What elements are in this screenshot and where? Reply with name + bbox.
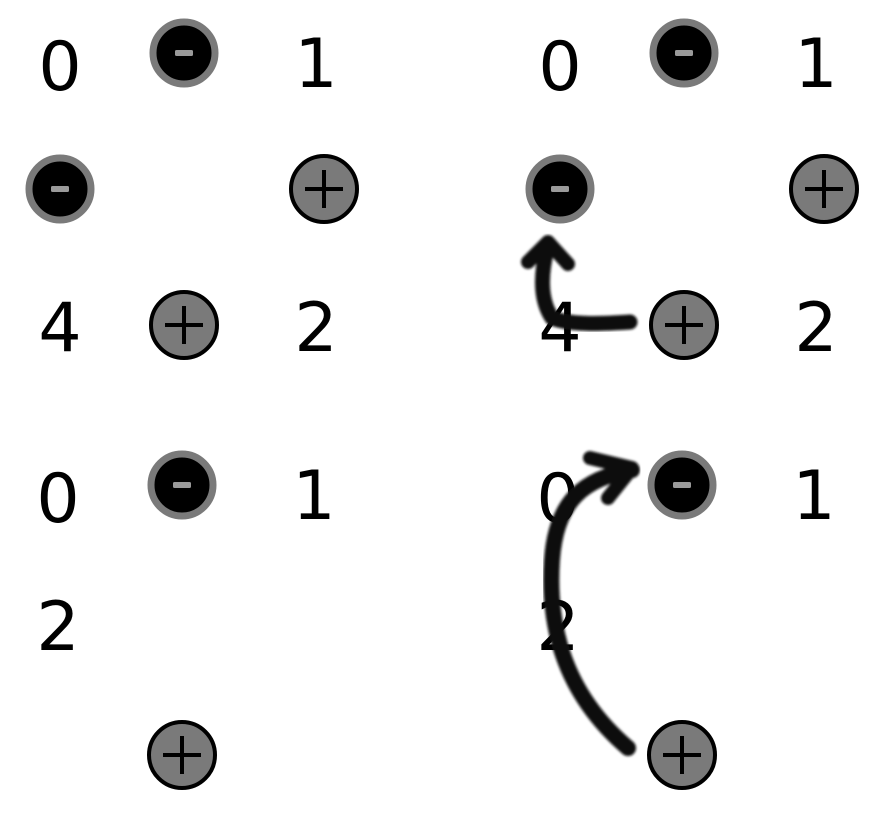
vertex-label: 4: [538, 289, 582, 368]
negative-charge-icon: [525, 154, 595, 224]
vertex-label: 0: [538, 28, 582, 107]
vertex-label: 0: [36, 460, 80, 539]
positive-charge-icon: [649, 290, 719, 360]
vertex-label: 2: [294, 289, 338, 368]
vertex-label: 2: [794, 289, 838, 368]
negative-charge-icon: [647, 450, 717, 520]
vertex-label: 0: [38, 28, 82, 107]
vertex-label: 1: [794, 25, 838, 104]
negative-charge-icon: [149, 18, 219, 88]
vertex-label: 2: [536, 588, 580, 667]
positive-charge-icon: [289, 154, 359, 224]
vertex-label: 1: [792, 457, 836, 536]
vertex-label: 4: [38, 289, 82, 368]
vertex-label: 1: [294, 25, 338, 104]
negative-charge-icon: [25, 154, 95, 224]
positive-charge-icon: [789, 154, 859, 224]
vertex-label: 2: [36, 588, 80, 667]
arrowhead-icon: [583, 451, 639, 505]
vertex-label: 0: [536, 460, 580, 539]
negative-charge-icon: [147, 450, 217, 520]
positive-charge-icon: [147, 720, 217, 790]
arrowhead-icon: [521, 235, 575, 271]
vertex-label: 1: [292, 457, 336, 536]
positive-charge-icon: [149, 290, 219, 360]
negative-charge-icon: [649, 18, 719, 88]
positive-charge-icon: [647, 720, 717, 790]
